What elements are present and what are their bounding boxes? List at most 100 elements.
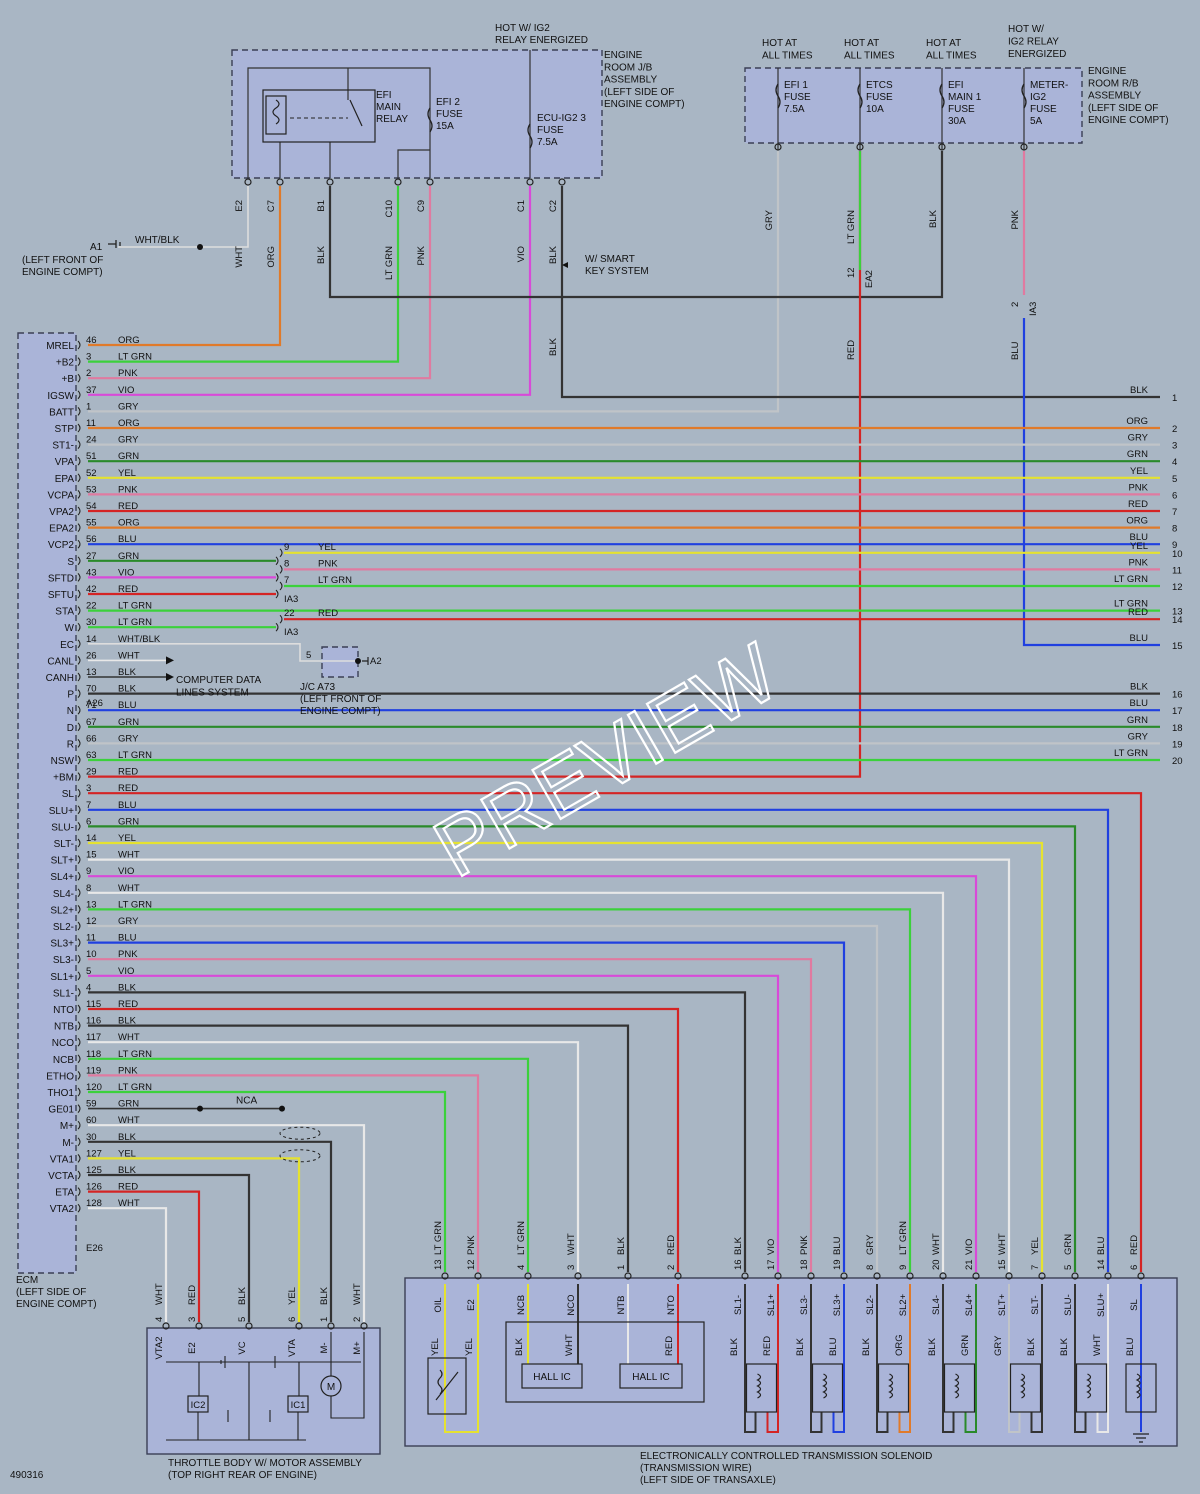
wire-solenoid-loop	[744, 1284, 757, 1433]
nca-label: NCA	[236, 1096, 257, 1107]
throttle-pin-number: 3	[187, 1317, 198, 1322]
throttle-pin-number: 5	[237, 1317, 248, 1322]
right-output-number: 19	[1172, 739, 1183, 750]
ecm-terminal-name: VCP2	[48, 540, 75, 551]
ecm-wire-code: PNK	[118, 1065, 138, 1076]
ground-a1-wire: WHT/BLK	[135, 235, 180, 246]
relay-pin	[526, 178, 534, 186]
ecm-wire-code: LT GRN	[118, 601, 152, 612]
ecm-pin-bracket	[77, 905, 81, 914]
ecm-terminal-name: NSW	[51, 756, 75, 767]
right-output-number: 17	[1172, 706, 1183, 717]
ecm-wire-code: LT GRN	[118, 899, 152, 910]
ecm-pin: 115	[86, 999, 101, 1010]
solenoid-pin-name: SL4-	[931, 1295, 942, 1315]
solenoid-pin-number: 19	[832, 1259, 843, 1270]
ecm-pin: 14	[86, 833, 97, 844]
ecm-wire-code: BLU	[118, 700, 137, 711]
right-wire-label: LT GRN	[1114, 599, 1148, 610]
solenoid-wire-label: BLK	[795, 1337, 806, 1356]
ecm-pin-bracket	[77, 523, 81, 532]
wire-solenoid-loop	[1008, 1284, 1021, 1433]
relay-name-line: MAIN	[376, 102, 401, 113]
ecm-pin-bracket	[77, 656, 81, 665]
solenoid-pin-name: SL1-	[733, 1295, 744, 1315]
ecm-pin: 55	[86, 518, 97, 529]
jc-label-line: J/C A73	[300, 682, 335, 693]
relay-switch-icon	[349, 99, 363, 127]
relay-pin-wire: BLK	[548, 245, 559, 264]
ecm-terminal-name: SL1+	[50, 972, 74, 983]
ecm-pin-bracket	[77, 971, 81, 981]
ecm-wire-code: BLK	[118, 982, 137, 993]
ecm-pin: 22	[86, 601, 97, 612]
solenoid-wire-label: ORG	[894, 1334, 905, 1356]
ecm-terminal-name: SLU+	[49, 806, 74, 817]
ecm-terminal-name: NCO	[52, 1038, 74, 1049]
solenoid-wire-label: BLK	[1026, 1337, 1037, 1356]
wire-throttle	[88, 1207, 168, 1322]
ecm-pin: 119	[86, 1065, 101, 1076]
solenoid-pin-number: 12	[466, 1259, 477, 1270]
throttle-pin	[327, 1322, 335, 1330]
transmission-label-line: ELECTRONICALLY CONTROLLED TRANSMISSION S…	[640, 1451, 932, 1462]
relay-coil-winding	[272, 99, 280, 125]
solenoid-pin-name: SL3+	[832, 1293, 843, 1316]
ecm-pin-bracket	[77, 1071, 81, 1080]
efi2-fuse-label-line: EFI 2	[436, 97, 460, 108]
sensor-wire-label: BLK	[514, 1337, 525, 1356]
ecm-pin-bracket	[77, 805, 81, 815]
fuse-icon	[1021, 83, 1027, 109]
solenoid-wire-label: BLU	[828, 1337, 839, 1356]
ecm-wire-code: YEL	[118, 833, 136, 844]
right-output-number: 3	[1172, 441, 1177, 452]
ecm-pin-bracket	[77, 1170, 81, 1180]
relay-pin-wire: PNK	[416, 245, 427, 265]
wire-solenoid-loop	[766, 1284, 779, 1433]
solenoid-icon	[943, 1363, 976, 1413]
ecm-pin: 14	[86, 634, 97, 645]
ecm-label-line: ECM	[16, 1275, 38, 1286]
solenoid-wire-label: GRN	[960, 1335, 971, 1356]
fuse-pin	[856, 143, 864, 151]
throttle-pin-wire: BLK	[237, 1286, 248, 1305]
ecm-wire-code: BLK	[118, 1016, 137, 1027]
right-wire-label: RED	[1128, 607, 1148, 618]
relay-block-label-line: ENGINE COMPT)	[604, 99, 685, 110]
efi2-fuse-label-line: FUSE	[436, 109, 463, 120]
ecm-terminal-name: CANH	[46, 673, 74, 684]
ecm-wire-code: WHT	[118, 1032, 140, 1043]
wire-igsw	[88, 186, 532, 396]
ecm-wire-code: VIO	[118, 385, 134, 396]
solenoid-pin	[1005, 1272, 1013, 1280]
ecm-pin: 2	[86, 368, 91, 379]
ecm-pin: 117	[86, 1032, 101, 1043]
solenoid-pin-wire: WHT	[997, 1233, 1008, 1255]
throttle-pin-number: 4	[154, 1317, 165, 1322]
right-wire-label: GRY	[1128, 731, 1149, 742]
hall-ic-label: HALL IC	[632, 1372, 669, 1383]
ecm-terminal-name: +B2	[56, 358, 75, 369]
ecm-pin: 11	[86, 418, 96, 429]
ea2-pin: 12	[846, 267, 857, 278]
fuse-pin	[774, 143, 782, 151]
ecm-pin-bracket	[77, 888, 81, 898]
right-output-number: 9	[1172, 540, 1177, 551]
solenoid-pin-name: NCO	[566, 1294, 577, 1315]
solenoid-coil-icon	[888, 1373, 894, 1399]
right-wire-label: GRN	[1127, 449, 1148, 460]
right-wire-label: BLK	[1130, 682, 1149, 693]
wire-efi-main-ground	[328, 151, 944, 299]
ecm-pin-bracket	[77, 407, 81, 416]
throttle-pin-name: M-	[319, 1342, 330, 1353]
hall-ic-1	[521, 1363, 583, 1389]
ecm-pin-bracket	[77, 689, 81, 698]
fuse-block-label-line: ASSEMBLY	[1088, 91, 1141, 102]
ecm-terminal-name: M+	[60, 1121, 74, 1132]
smart-key-note-line: W/ SMART	[585, 254, 635, 265]
wire-throttle	[88, 1157, 301, 1322]
ia3-label: IA3	[284, 594, 298, 605]
relay-pin-wire: BLK	[316, 245, 327, 264]
ecm-pin: 26	[86, 650, 97, 661]
ecm-wire-code: GRN	[118, 551, 139, 562]
